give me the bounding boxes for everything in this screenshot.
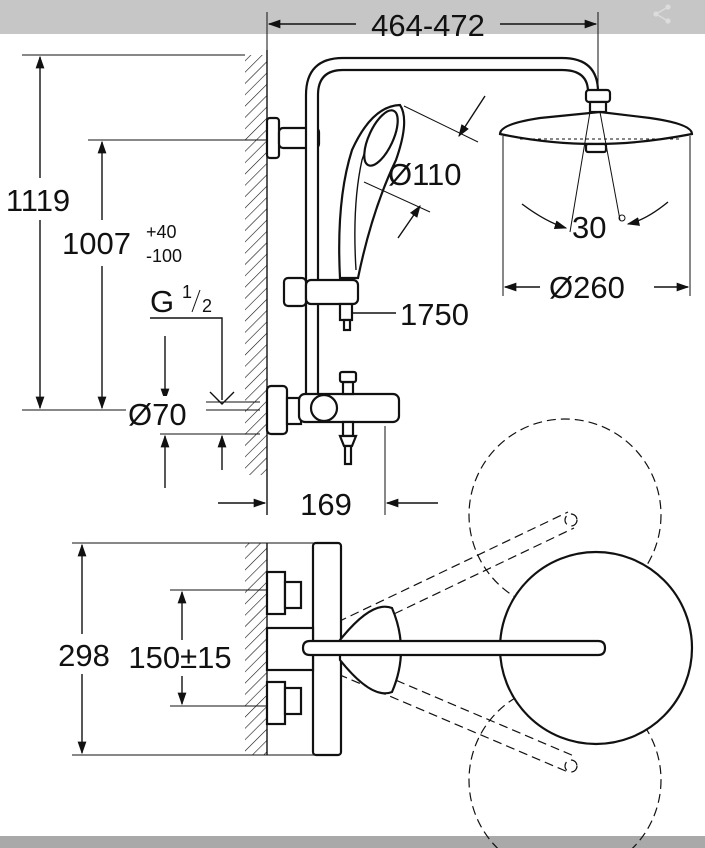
tilt-angle-label: 30: [572, 210, 606, 245]
projection-label: 169: [300, 487, 352, 522]
thermostat-mixer: [265, 370, 401, 466]
elevation-view: 464-472 1119 1007 +40 -100 G 1 2 Ø70: [0, 8, 694, 522]
bottom-bar: [0, 836, 705, 848]
thread-label: G: [150, 284, 174, 319]
wall-hatch: [245, 55, 267, 475]
hand-shower: [338, 95, 486, 280]
head-shower: [498, 88, 694, 233]
arm-reach-label: 464-472: [371, 8, 485, 43]
total-height-label: 1119: [6, 183, 70, 218]
share-icon[interactable]: [648, 2, 676, 26]
plan-view: 298 150±15: [50, 418, 694, 848]
rosette-diameter-label: Ø70: [128, 397, 187, 432]
thread-denominator: 2: [202, 296, 212, 316]
inlet-spacing-label: 150±15: [128, 640, 231, 675]
outlet-height-label: 1007: [62, 226, 131, 261]
hand-shower-slider: [282, 276, 308, 308]
headshower-swing-circle-upper: [468, 418, 662, 612]
thread-numerator: 1: [182, 282, 192, 302]
hose-length-label: 1750: [400, 297, 469, 332]
plan-width-label: 298: [58, 638, 110, 673]
handshower-diameter-label: Ø110: [388, 157, 462, 192]
outlet-tol-minus: -100: [146, 246, 182, 266]
outlet-tol-plus: +40: [146, 222, 177, 242]
plan-wall-hatch: [245, 543, 267, 755]
plan-shower-arm: [301, 639, 607, 657]
wall-bracket: [265, 116, 281, 160]
headshower-diameter-label: Ø260: [549, 270, 625, 305]
